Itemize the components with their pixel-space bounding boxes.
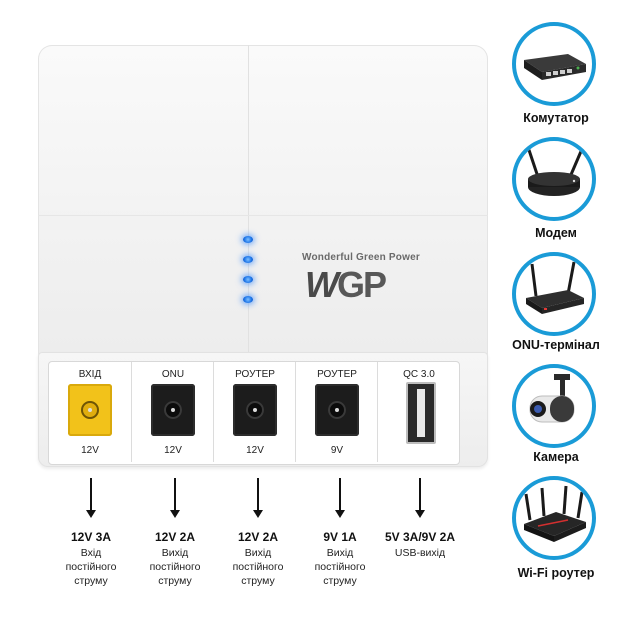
arrow-down-icon [170, 510, 180, 518]
device-top-surface [38, 45, 488, 375]
spec-line: струму [323, 575, 357, 587]
spec-main: 5V 3A/9V 2A [384, 530, 456, 544]
port-input: ВХІД 12V [49, 362, 131, 462]
spec-line: струму [241, 575, 275, 587]
arrow-down-icon [253, 510, 263, 518]
arrow-line-2 [174, 478, 176, 514]
usb-port[interactable] [406, 382, 436, 444]
arrow-down-icon [415, 510, 425, 518]
jack-pin [335, 408, 339, 412]
usb-tongue [417, 389, 425, 437]
brand-logo-rest: GP [336, 264, 387, 305]
spec-line: USB-вихід [394, 547, 446, 559]
spec-main: 9V 1A [323, 530, 357, 544]
port-router-9v: РОУТЕР 9V [295, 362, 378, 462]
brand-logo: WGP [305, 264, 387, 306]
port-panel: ВХІД 12V ONU 12V РОУТЕР 12V [48, 361, 460, 465]
spec-line: постійного [232, 561, 284, 573]
spec-line: Вхід [80, 547, 102, 559]
device-label-wifi-router: Wi-Fi роутер [517, 566, 595, 580]
modem-icon [512, 137, 596, 221]
port-onu: ONU 12V [131, 362, 214, 462]
spec-router-12v: 12V 2A Вихід постійного струму [208, 530, 308, 588]
seam-vertical [248, 45, 249, 365]
port-title: QC 3.0 [403, 369, 435, 380]
spec-onu: 12V 2A Вихід постійного струму [125, 530, 225, 588]
port-voltage: 12V [81, 445, 99, 456]
device-label-switch: Комутатор [523, 111, 589, 125]
jack-pin [253, 408, 257, 412]
arrow-down-icon [86, 510, 96, 518]
dc-input-jack[interactable] [68, 384, 112, 436]
network-switch-icon [512, 22, 596, 106]
spec-line: струму [158, 575, 192, 587]
spec-line: постійного [314, 561, 366, 573]
port-title: РОУТЕР [317, 369, 357, 380]
port-title: РОУТЕР [235, 369, 275, 380]
spec-main: 12V 2A [237, 530, 279, 544]
spec-router-9v: 9V 1A Вихід постійного струму [290, 530, 390, 588]
arrow-line-3 [257, 478, 259, 514]
onu-terminal-icon [512, 252, 596, 336]
arrow-line-5 [419, 478, 421, 514]
brand-tagline: Wonderful Green Power [302, 252, 420, 263]
spec-line: Вихід [326, 547, 354, 559]
seam-horizontal [38, 215, 488, 216]
port-usb-qc: QC 3.0 [377, 362, 460, 462]
device-label-modem: Модем [535, 226, 577, 240]
status-led-1 [243, 236, 253, 243]
port-voltage: 12V [164, 445, 182, 456]
port-voltage: 9V [330, 445, 344, 456]
status-led-4 [243, 296, 253, 303]
spec-usb: 5V 3A/9V 2A USB-вихід [370, 530, 470, 560]
port-router-12v: РОУТЕР 12V [213, 362, 296, 462]
wifi-router-icon [512, 476, 596, 560]
device-label-camera: Камера [533, 450, 579, 464]
arrow-line-1 [90, 478, 92, 514]
spec-line: Вихід [244, 547, 272, 559]
dc-output-jack-onu[interactable] [151, 384, 195, 436]
spec-main: 12V 2A [154, 530, 196, 544]
status-led-3 [243, 276, 253, 283]
brand-logo-w: W [305, 264, 339, 305]
dc-output-jack-router-9v[interactable] [315, 384, 359, 436]
arrow-down-icon [335, 510, 345, 518]
spec-line: Вихід [161, 547, 189, 559]
spec-main: 12V 3A [70, 530, 112, 544]
spec-input: 12V 3A Вхід постійного струму [41, 530, 141, 588]
port-title: ONU [161, 369, 185, 380]
port-title: ВХІД [78, 369, 102, 380]
jack-pin [88, 408, 92, 412]
jack-pin [171, 408, 175, 412]
arrow-line-4 [339, 478, 341, 514]
status-led-2 [243, 256, 253, 263]
spec-line: струму [74, 575, 108, 587]
dc-output-jack-router-12v[interactable] [233, 384, 277, 436]
port-voltage: 12V [246, 445, 264, 456]
spec-line: постійного [65, 561, 117, 573]
spec-line: постійного [149, 561, 201, 573]
camera-icon [512, 364, 596, 448]
device-label-onu: ONU-термінал [512, 338, 600, 352]
